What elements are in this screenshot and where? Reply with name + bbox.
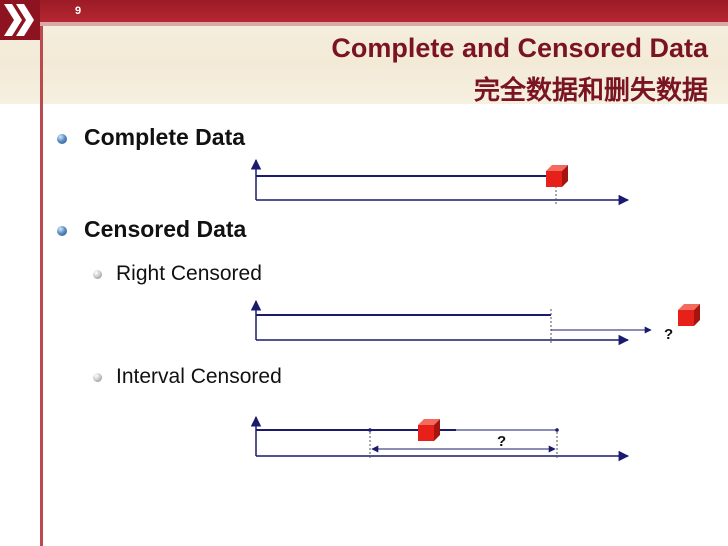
bullet-icon	[57, 226, 67, 236]
sub-bullet-icon	[93, 373, 102, 382]
sub-bullet-icon	[93, 270, 102, 279]
failure-box-icon	[546, 165, 568, 187]
unknown-failure-mark: ?	[497, 433, 506, 450]
page-number: 9	[75, 5, 82, 17]
failure-box-icon	[418, 419, 440, 441]
bullet-icon	[57, 134, 67, 144]
right-censored-timeline: ?	[250, 299, 700, 346]
bullet-complete-data: Complete Data	[84, 124, 246, 150]
slide-title: Complete and Censored Data	[331, 33, 708, 63]
complete-data-timeline	[250, 158, 630, 206]
left-accent-bar	[40, 26, 43, 546]
slide-title-chinese: 完全数据和删失数据	[473, 76, 708, 106]
interval-end-point	[555, 428, 559, 432]
failure-box-icon	[678, 304, 700, 326]
unknown-failure-mark: ?	[664, 326, 673, 343]
interval-censored-timeline: ?	[250, 415, 630, 462]
bullet-right-censored: Right Censored	[116, 262, 262, 285]
header-stripe	[40, 0, 728, 22]
bullet-interval-censored: Interval Censored	[116, 365, 282, 388]
chevron-logo-icon	[4, 4, 34, 36]
header-stripe-light	[40, 22, 728, 26]
interval-start-point	[368, 428, 372, 432]
logo-box	[0, 0, 40, 40]
bullet-censored-data: Censored Data	[84, 216, 247, 242]
